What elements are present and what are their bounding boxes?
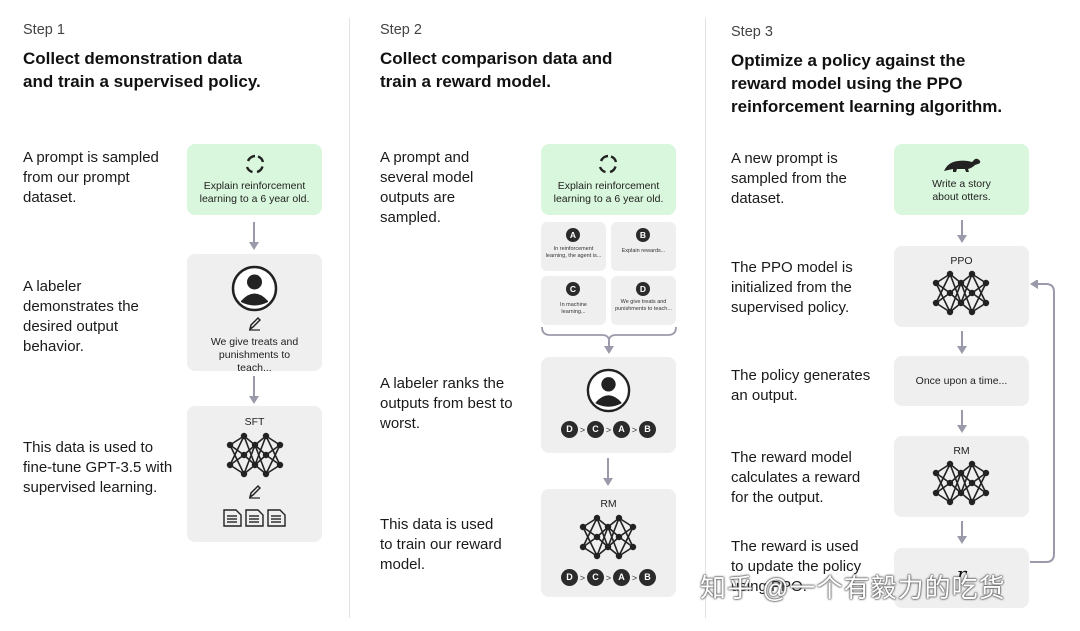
arrow-down-icon xyxy=(249,376,259,404)
step2-desc-train: This data is used to train our reward mo… xyxy=(380,516,502,573)
reward-symbol: r xyxy=(956,562,967,586)
step3-desc-update: The reward is used to update the policy … xyxy=(731,538,862,595)
output-letter-b: B xyxy=(636,228,650,242)
person-icon xyxy=(231,265,278,312)
step2-desc-sampled: A prompt and several model outputs are s… xyxy=(380,149,474,226)
step1-demonstration-text: We give treats and punishments to teach.… xyxy=(210,336,299,374)
step2-title: Collect comparison data and train a rewa… xyxy=(380,49,613,91)
sft-label: SFT xyxy=(244,416,265,428)
pencil-icon xyxy=(248,484,261,499)
neural-network-icon xyxy=(932,460,990,506)
document-stack-icon xyxy=(223,509,286,527)
step1-demonstration-box: We give treats and punishments to teach.… xyxy=(187,254,322,374)
step3-label: Step 3 xyxy=(731,24,773,40)
watermark: 知乎 @一个有毅力的吃货 xyxy=(700,573,1006,603)
output-letter-c: C xyxy=(566,282,580,296)
rank-item: D xyxy=(561,421,578,438)
arrow-down-icon xyxy=(603,458,613,486)
output-card-b: B Explain rewards... xyxy=(611,222,676,271)
rank-item: B xyxy=(639,421,656,438)
pencil-icon xyxy=(248,316,261,331)
step3-output-text: Once upon a time... xyxy=(915,375,1008,387)
ranking-row: D>C>A>B xyxy=(541,421,676,438)
output-text-b: Explain rewards... xyxy=(621,248,666,254)
rank-separator: > xyxy=(605,572,612,583)
rank-separator: > xyxy=(579,424,586,435)
column-divider xyxy=(349,18,350,618)
step3-desc-ppo-init: The PPO model is initialized from the su… xyxy=(731,259,853,316)
step3-title: Optimize a policy against the reward mod… xyxy=(731,51,1003,116)
step2-rm-box: RM D>C>A>B xyxy=(541,489,676,597)
rank-item: D xyxy=(561,569,578,586)
rank-item: C xyxy=(587,569,604,586)
person-icon xyxy=(586,368,631,413)
rank-item: B xyxy=(639,569,656,586)
arrow-down-icon xyxy=(957,331,967,354)
output-card-c: C In machine learning... xyxy=(541,276,606,325)
step2-prompt-text: Explain reinforcement learning to a 6 ye… xyxy=(553,180,664,205)
step3-output-box: Once upon a time... xyxy=(894,356,1029,406)
arrow-down-icon xyxy=(957,521,967,544)
rank-separator: > xyxy=(631,424,638,435)
neural-network-icon xyxy=(932,270,990,316)
output-text-d: We give treats and punishments to teach.… xyxy=(615,299,672,312)
output-letter-a: A xyxy=(566,228,580,242)
rank-separator: > xyxy=(605,424,612,435)
arrow-down-icon xyxy=(957,220,967,243)
arrow-down-icon xyxy=(957,410,967,433)
ppo-label: PPO xyxy=(950,255,973,267)
neural-network-icon xyxy=(226,432,284,478)
step1-prompt-box: Explain reinforcement learning to a 6 ye… xyxy=(187,144,322,215)
step1-desc-labeler: A labeler demonstrates the desired outpu… xyxy=(23,278,139,355)
rank-item: A xyxy=(613,421,630,438)
column-divider xyxy=(705,18,706,618)
output-card-a: A In reinforcement learning, the agent i… xyxy=(541,222,606,271)
step1-title: Collect demonstration data and train a s… xyxy=(23,49,261,91)
rank-separator: > xyxy=(631,572,638,583)
rank-item: A xyxy=(613,569,630,586)
rank-item: C xyxy=(587,421,604,438)
step3-rm-box: RM xyxy=(894,436,1029,517)
rm-label: RM xyxy=(600,498,617,510)
output-text-c: In machine learning... xyxy=(560,302,587,315)
step2-label: Step 2 xyxy=(380,22,422,38)
step3-prompt-box: Write a story about otters. xyxy=(894,144,1029,215)
brace-arrow-icon xyxy=(541,326,677,354)
otter-icon xyxy=(944,158,981,172)
step3-desc-generates: The policy generates an output. xyxy=(731,367,871,404)
output-letter-d: D xyxy=(636,282,650,296)
step1-label: Step 1 xyxy=(23,22,65,38)
step3-desc-reward: The reward model calculates a reward for… xyxy=(731,449,861,506)
step3-desc-prompt: A new prompt is sampled from the dataset… xyxy=(731,150,847,207)
step1-prompt-text: Explain reinforcement learning to a 6 ye… xyxy=(199,180,310,205)
step2-prompt-box: Explain reinforcement learning to a 6 ye… xyxy=(541,144,676,215)
output-text-a: In reinforcement learning, the agent is.… xyxy=(545,246,602,259)
step3-reward-box: r xyxy=(894,548,1029,608)
rm-label: RM xyxy=(953,445,970,457)
step1-desc-finetune: This data is used to fine-tune GPT-3.5 w… xyxy=(23,439,173,496)
step2-desc-ranks: A labeler ranks the outputs from best to… xyxy=(380,375,513,432)
output-card-d: D We give treats and punishments to teac… xyxy=(611,276,676,325)
recycle-arrows-icon xyxy=(245,154,265,174)
step1-sft-box: SFT xyxy=(187,406,322,542)
ranking-row: D>C>A>B xyxy=(541,569,676,586)
step3-ppo-box: PPO xyxy=(894,246,1029,327)
arrow-down-icon xyxy=(249,222,259,250)
neural-network-icon xyxy=(579,514,637,560)
recycle-arrows-icon xyxy=(598,154,618,174)
rank-separator: > xyxy=(579,572,586,583)
step1-desc-prompt: A prompt is sampled from our prompt data… xyxy=(23,149,159,206)
step2-ranking-box: D>C>A>B xyxy=(541,357,676,453)
step3-prompt-text: Write a story about otters. xyxy=(932,178,991,203)
feedback-loop-arrow-icon xyxy=(1030,280,1055,563)
